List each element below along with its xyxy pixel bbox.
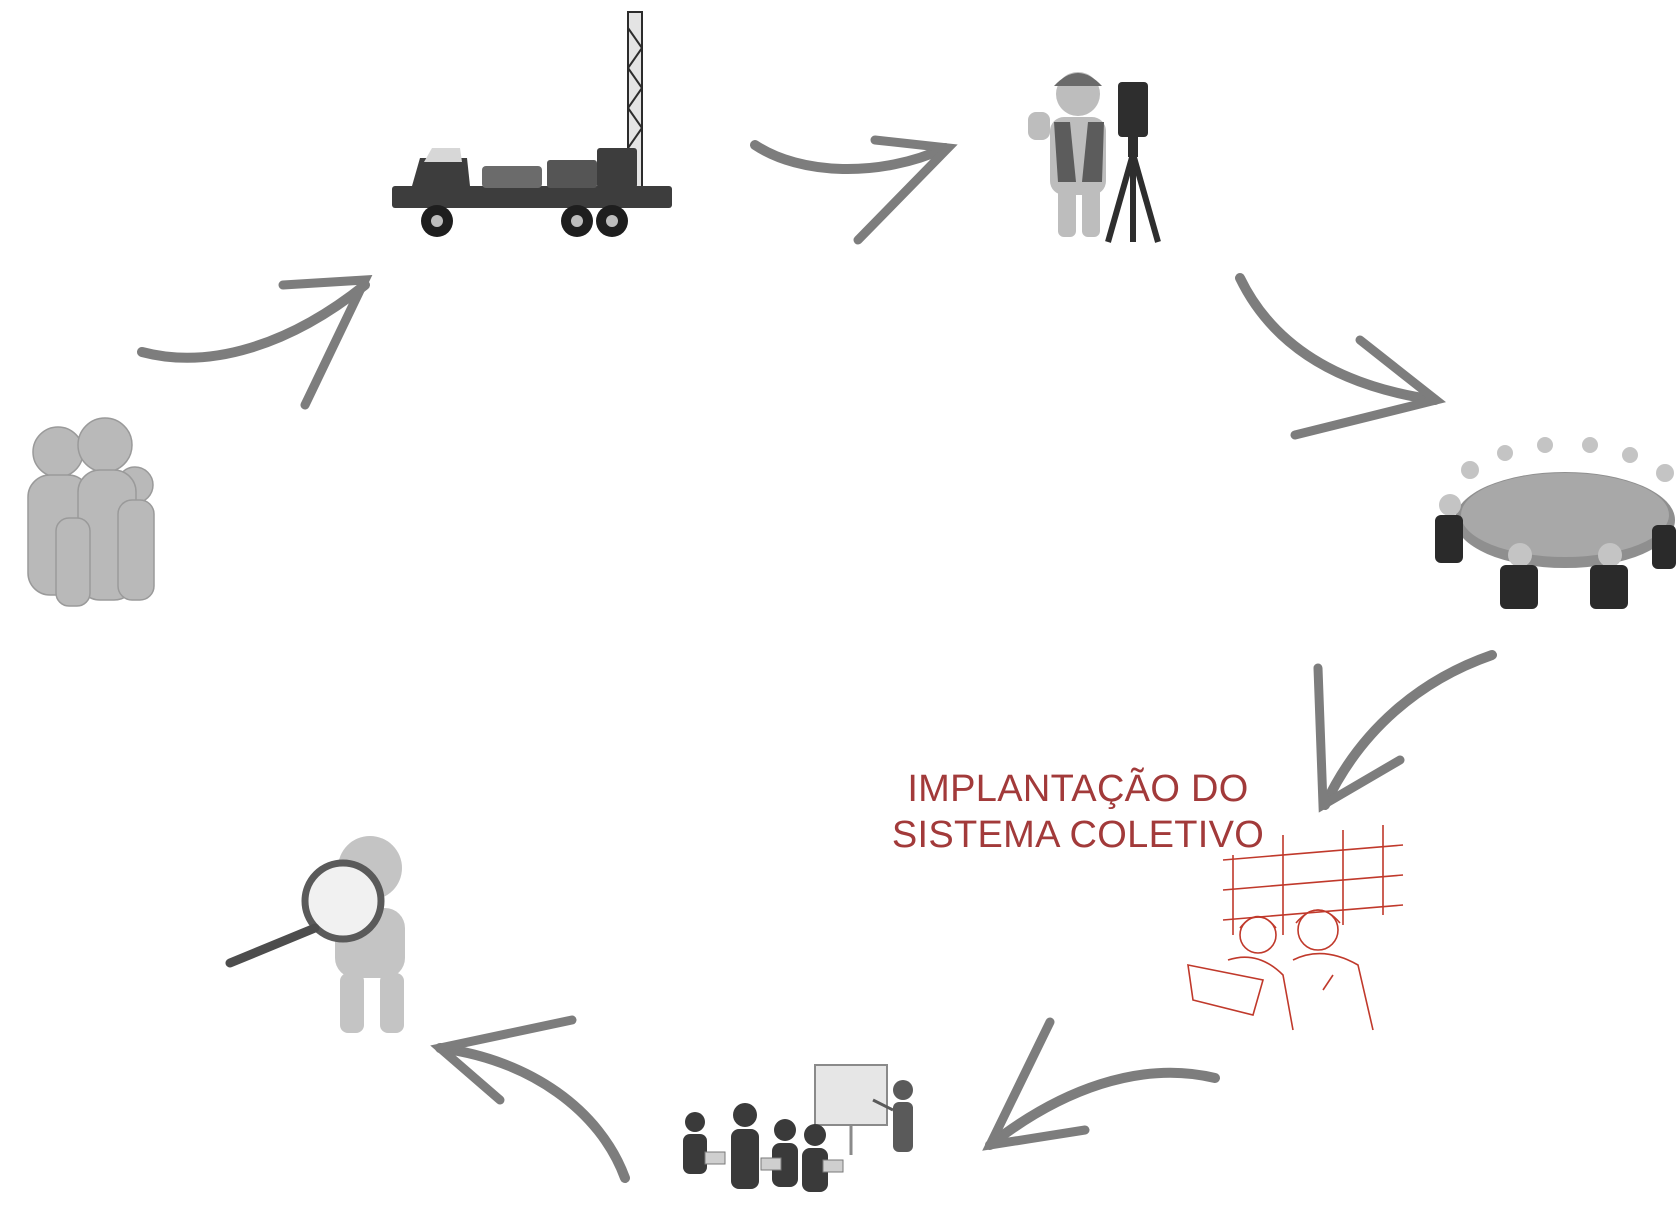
caption-line-1: IMPLANTAÇÃO DO [907,768,1249,810]
caption-line-2: SISTEMA COLETIVO [891,814,1265,856]
family-figures-icon [10,410,165,610]
classroom-training-icon [675,1060,925,1210]
implantation-caption: IMPLANTAÇÃO DO SISTEMA COLETIVO [848,766,1308,858]
drilling-rig-truck-icon [392,8,682,243]
round-table-meeting-icon [1430,435,1678,615]
construction-workers-sketch-icon [1183,815,1413,1037]
surveyor-with-theodolite-icon [1018,62,1183,247]
magnifying-glass-figure-icon [215,828,455,1038]
